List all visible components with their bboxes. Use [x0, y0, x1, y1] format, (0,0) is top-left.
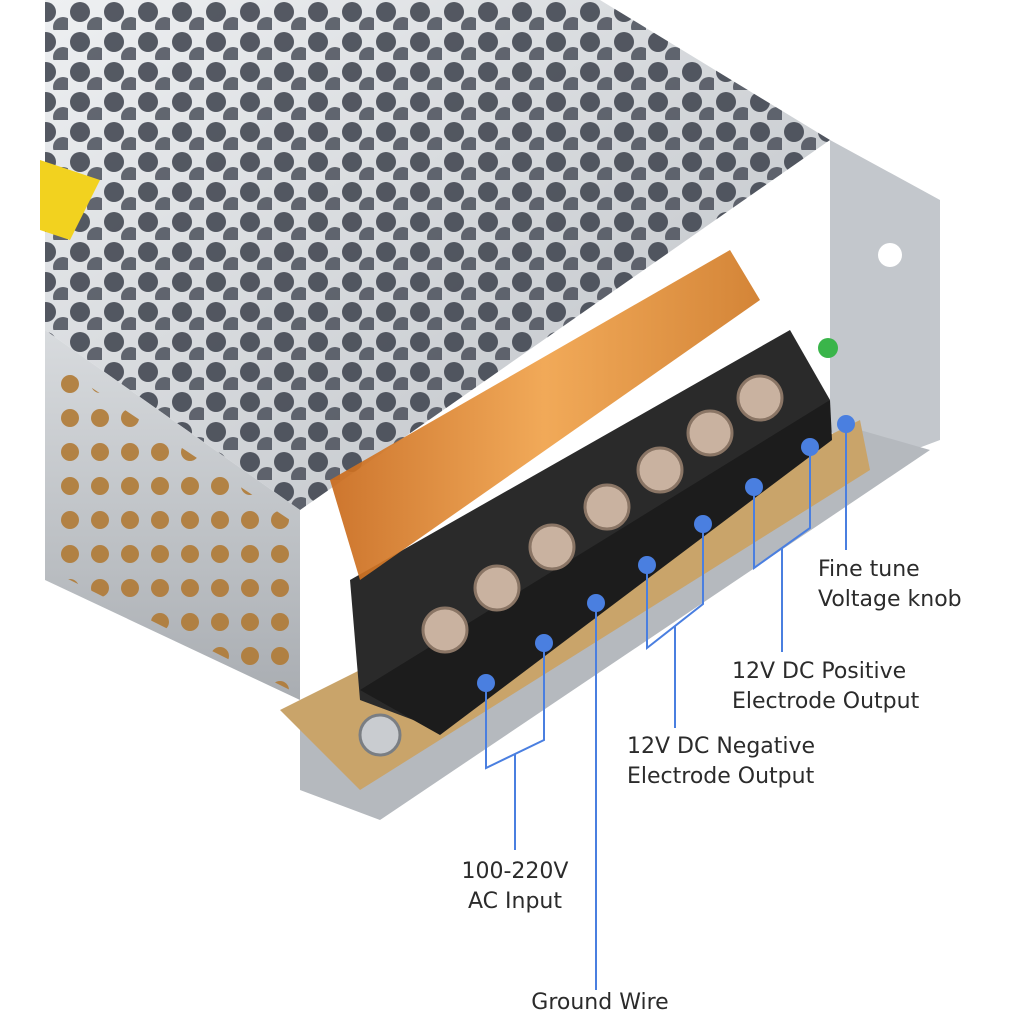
callout-dot-icon — [801, 438, 819, 456]
terminal-cover — [330, 250, 760, 580]
callout-dot-icon — [477, 674, 495, 692]
label-ac-input: 100-220V AC Input — [455, 857, 575, 917]
label-negative-line1: 12V DC Negative — [627, 734, 816, 759]
callout-dot-icon — [535, 634, 553, 652]
label-positive-output: 12V DC Positive Electrode Output — [732, 657, 919, 717]
callout-dot-icon — [694, 515, 712, 533]
screw-terminal-icon — [473, 564, 521, 612]
label-positive-line2: Electrode Output — [732, 689, 920, 714]
warning-sticker — [40, 160, 100, 240]
screw-terminal-icon — [528, 523, 576, 571]
callout-dot-icon — [638, 556, 656, 574]
screw-terminal-icon — [686, 409, 734, 457]
callout-dot-icon — [837, 415, 855, 433]
label-ground-line1: Ground Wire — [531, 990, 669, 1015]
chassis-top — [40, 0, 830, 510]
callout-dots — [477, 415, 855, 692]
chassis-side — [45, 330, 300, 700]
label-fine-tune-line2: Voltage knob — [818, 587, 962, 612]
screw-terminal-icon — [583, 483, 631, 531]
callout-lines — [485, 424, 847, 990]
label-negative-line2: Electrode Output — [627, 764, 815, 789]
label-negative-output: 12V DC Negative Electrode Output — [627, 732, 815, 792]
screw-terminal-icon — [421, 606, 469, 654]
callout-dot-icon — [587, 594, 605, 612]
label-ground-wire: Ground Wire — [520, 988, 680, 1018]
chassis-screw-icon — [358, 713, 402, 757]
label-ac-input-line1: 100-220V — [461, 859, 569, 884]
screw-terminal-icon — [636, 446, 684, 494]
label-positive-line1: 12V DC Positive — [732, 659, 907, 684]
mounting-hole — [878, 243, 902, 267]
terminal-screws — [358, 374, 784, 757]
callout-dot-icon — [745, 478, 763, 496]
label-fine-tune-line1: Fine tune — [818, 557, 920, 582]
label-fine-tune: Fine tune Voltage knob — [818, 555, 962, 615]
screw-terminal-icon — [736, 374, 784, 422]
indicator-led — [818, 338, 838, 358]
label-ac-input-line2: AC Input — [468, 889, 562, 914]
